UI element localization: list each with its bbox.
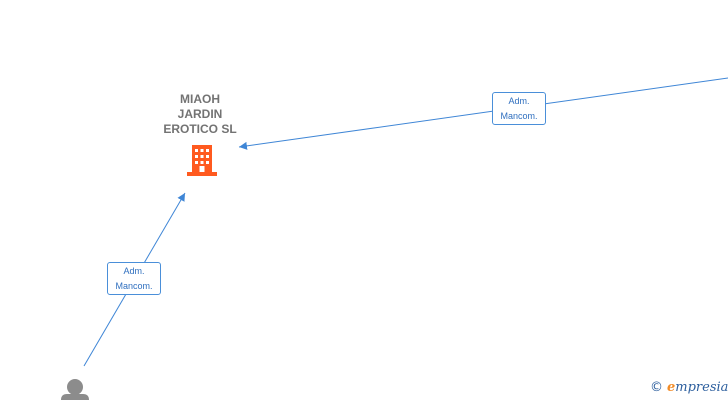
- edge-right-to-company: [238, 77, 728, 150]
- person-icon[interactable]: [61, 379, 89, 400]
- copyright-symbol: ©: [650, 380, 663, 395]
- company-name[interactable]: MIAOH JARDIN EROTICO SL: [163, 92, 237, 136]
- empresia-watermark: © empresia: [650, 380, 728, 395]
- relation-label-bottom[interactable]: Adm. Mancom.: [107, 262, 161, 295]
- brand-initial: e: [667, 380, 676, 395]
- relation-label-top[interactable]: Adm. Mancom.: [492, 92, 546, 125]
- building-icon[interactable]: [187, 145, 217, 176]
- brand-name: mpresia: [675, 380, 728, 395]
